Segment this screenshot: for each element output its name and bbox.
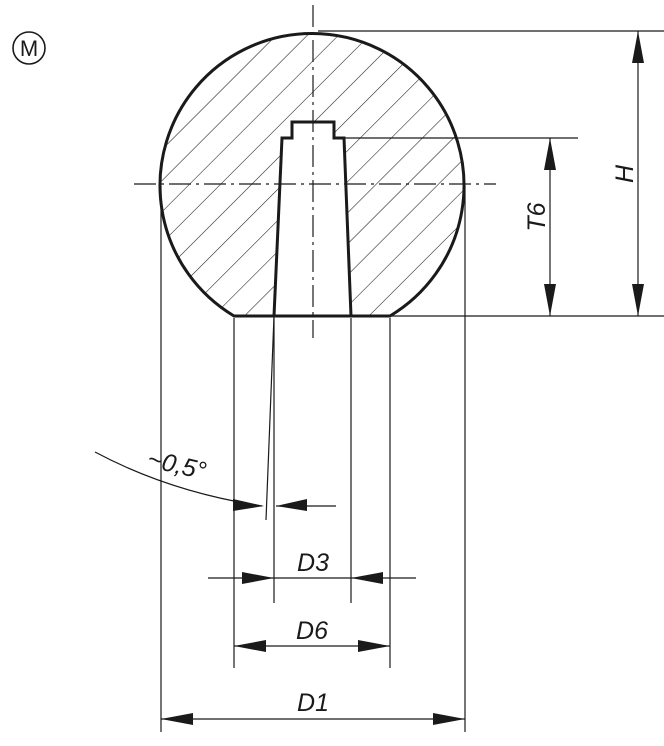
- dimension-d3: D3: [208, 549, 416, 584]
- material-marker-letter: M: [20, 36, 38, 61]
- center-lines: [134, 5, 496, 338]
- dimension-h-arrow-top: [632, 31, 644, 63]
- dimension-taper-angle: ~0,5°: [94, 445, 336, 511]
- dimension-d1: D1: [161, 689, 465, 725]
- dimension-h-arrow-bottom: [632, 284, 644, 316]
- dimension-t6-label: T6: [523, 202, 551, 231]
- dimension-d6-arrow-left: [234, 640, 266, 652]
- knob-cross-section: [158, 32, 466, 318]
- dimension-h: H: [611, 31, 644, 316]
- dimension-t6: T6: [523, 138, 556, 316]
- extension-lines: [160, 30, 664, 732]
- dimension-d3-arrow-right: [351, 572, 383, 584]
- dimension-h-label: H: [611, 164, 639, 183]
- dimension-d1-label: D1: [297, 689, 329, 717]
- material-marker-circle: [12, 31, 46, 65]
- dimension-d3-label: D3: [297, 549, 329, 577]
- section-hatching: [160, 33, 464, 316]
- knob-outline: [158, 32, 466, 318]
- dimension-d6: D6: [234, 617, 390, 652]
- dimension-d1-arrow-right: [433, 713, 465, 725]
- dimension-t6-arrow-bottom: [544, 284, 556, 316]
- dimension-d3-arrow-left: [242, 572, 274, 584]
- angle-arrow-left: [233, 499, 264, 511]
- angle-arrow-right: [276, 499, 307, 511]
- dimension-t6-arrow-top: [544, 138, 556, 170]
- taper-extension: [265, 315, 275, 521]
- material-marker: M: [12, 31, 46, 65]
- dimension-d6-arrow-right: [358, 640, 390, 652]
- angle-label: ~0,5°: [145, 445, 209, 486]
- dimension-d1-arrow-left: [161, 713, 193, 725]
- dimension-d6-label: D6: [296, 617, 328, 645]
